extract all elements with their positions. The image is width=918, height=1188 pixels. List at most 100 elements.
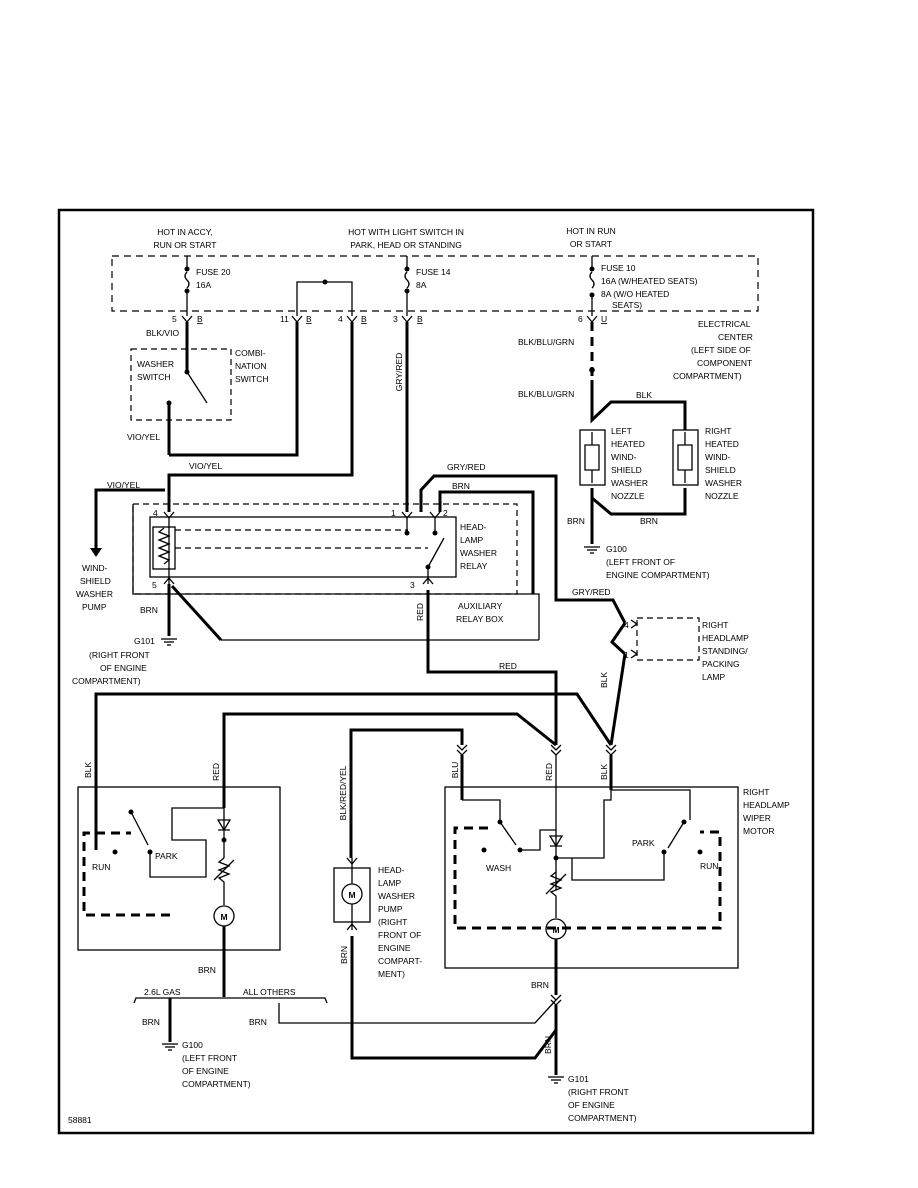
washer-pump-label-1: WIND- xyxy=(82,563,108,573)
vio-yel-label-2: VIO/YEL xyxy=(189,461,222,471)
combination-switch-label-2: NATION xyxy=(235,361,266,371)
g101-left-label-3: OF ENGINE xyxy=(100,663,147,673)
combination-switch-label-3: SWITCH xyxy=(235,374,269,384)
standing-lamp-label-4: PACKING xyxy=(702,659,740,669)
brn-label-nozzle-2: BRN xyxy=(640,516,658,526)
gry-red-label-1: GRY/RED xyxy=(394,353,404,392)
ground-g100-top-icon xyxy=(584,546,600,554)
washer-pump-label-4: PUMP xyxy=(82,602,107,612)
relay-label-4: RELAY xyxy=(460,561,488,571)
electrical-center-label-5: COMPARTMENT) xyxy=(673,371,742,381)
blk-label-nozzle: BLK xyxy=(636,390,652,400)
brn-relay-wire xyxy=(438,490,535,594)
relay-coil-winding xyxy=(157,527,171,565)
washer-pump-label-2: SHIELD xyxy=(80,576,111,586)
g100-bottom-label-3: OF ENGINE xyxy=(182,1066,229,1076)
red-relay-wire xyxy=(426,590,558,745)
g100-bottom-label-4: COMPARTMENT) xyxy=(182,1079,251,1089)
pin-11-wire xyxy=(169,322,299,457)
nozzle-ground-wire xyxy=(590,488,687,544)
left-heater-element xyxy=(584,432,600,483)
g100-bottom-label-2: (LEFT FRONT xyxy=(182,1053,237,1063)
conn-b-2: B xyxy=(306,314,312,324)
accy-label: HOT IN ACCY, xyxy=(157,227,212,237)
run-label-right: RUN xyxy=(700,861,718,871)
wash-label: WASH xyxy=(486,863,511,873)
figure-number: 58881 xyxy=(68,1115,92,1125)
right-motor-resistor xyxy=(549,871,563,918)
washer-switch-label: WASHER xyxy=(137,359,174,369)
brn-label-nozzle-1: BRN xyxy=(567,516,585,526)
right-nozzle-heater xyxy=(672,429,699,486)
left-switch-blade xyxy=(130,811,149,846)
left-nozzle-label-6: NOZZLE xyxy=(611,491,645,501)
branch-others-label: ALL OTHERS xyxy=(243,987,296,997)
gry-red-relay-wire xyxy=(419,474,627,624)
red-label-2: RED xyxy=(499,661,517,671)
branch-bracket xyxy=(133,997,328,1004)
g100-top-label-1: G100 xyxy=(606,544,627,554)
fuse-10-rating-c: SEATS) xyxy=(612,300,642,310)
left-run-contact xyxy=(112,849,118,855)
conn-u: U xyxy=(601,314,607,324)
conn-b-1: B xyxy=(197,314,203,324)
wash-contact xyxy=(481,847,487,853)
left-motor-m: M xyxy=(220,912,227,922)
fuse-10-name: FUSE 10 xyxy=(601,263,636,273)
left-motor-ground-frame xyxy=(82,831,170,917)
hl-pump-label-7: ENGINE xyxy=(378,943,411,953)
relay-blade xyxy=(427,537,445,568)
standing-lamp-connectors xyxy=(630,619,639,659)
brn-label-right-motor: BRN xyxy=(531,980,549,990)
aux-box-label-1: AUXILIARY xyxy=(458,601,503,611)
standing-lamp-label-2: HEADLAMP xyxy=(702,633,749,643)
park-label-right: PARK xyxy=(632,838,655,848)
left-nozzle-heater xyxy=(579,429,606,486)
right-nozzle-label-5: WASHER xyxy=(705,478,742,488)
wash-circuit xyxy=(520,829,556,851)
relay-label-3: WASHER xyxy=(460,548,497,558)
vio-yel-relay-wire xyxy=(167,322,354,512)
right-motor-connectors xyxy=(456,744,617,756)
right-wiper-motor-box xyxy=(444,786,739,969)
pin-4: 4 xyxy=(338,314,343,324)
right-wiper-label-1: RIGHT xyxy=(743,787,769,797)
standing-lamp-label-3: STANDING/ xyxy=(702,646,748,656)
brn-label-left-motor: BRN xyxy=(198,965,216,975)
left-motor-resistor xyxy=(217,857,231,905)
standing-lamp-box xyxy=(636,617,700,661)
lamp-blk-wire xyxy=(609,653,627,746)
hl-pump-label-2: LAMP xyxy=(378,878,401,888)
fuse-20-name: FUSE 20 xyxy=(196,267,231,277)
right-motor-ground-frame xyxy=(453,826,722,930)
brn-label-gas: BRN xyxy=(142,1017,160,1027)
left-park-label: PARK xyxy=(155,851,178,861)
g101-bottom-label-4: COMPARTMENT) xyxy=(568,1113,637,1123)
left-run-label: RUN xyxy=(92,862,110,872)
vio-yel-label-1: VIO/YEL xyxy=(127,432,160,442)
wash-feed xyxy=(462,799,501,820)
lamp-pin-4: 4 xyxy=(624,620,629,630)
relay-pin-3: 3 xyxy=(410,580,415,590)
electrical-center-label-3: (LEFT SIDE OF xyxy=(691,345,751,355)
blk-red-yel-wire xyxy=(349,728,464,858)
washer-switch-label-2: SWITCH xyxy=(137,372,171,382)
left-park-circuit xyxy=(149,807,224,878)
washer-pump-arrow xyxy=(90,548,102,557)
right-motor-m: M xyxy=(552,925,559,935)
brn-label-others: BRN xyxy=(249,1017,267,1027)
blk-label-lamp: BLK xyxy=(599,672,609,688)
hl-pump-label-1: HEAD- xyxy=(378,865,405,875)
park-blade xyxy=(667,821,685,849)
blk-vio-label: BLK/VIO xyxy=(146,328,179,338)
relay-contact-dot-1 xyxy=(404,530,410,536)
ground-g100-bottom-icon xyxy=(162,1043,178,1051)
jumper-splice xyxy=(322,279,328,285)
brn-label-2: BRN xyxy=(140,605,158,615)
conn-b-3: B xyxy=(361,314,367,324)
aux-box-label-2: RELAY BOX xyxy=(456,614,504,624)
right-wiper-label-4: MOTOR xyxy=(743,826,774,836)
blk-long-wire xyxy=(94,692,613,830)
right-diode-icon xyxy=(548,835,564,848)
